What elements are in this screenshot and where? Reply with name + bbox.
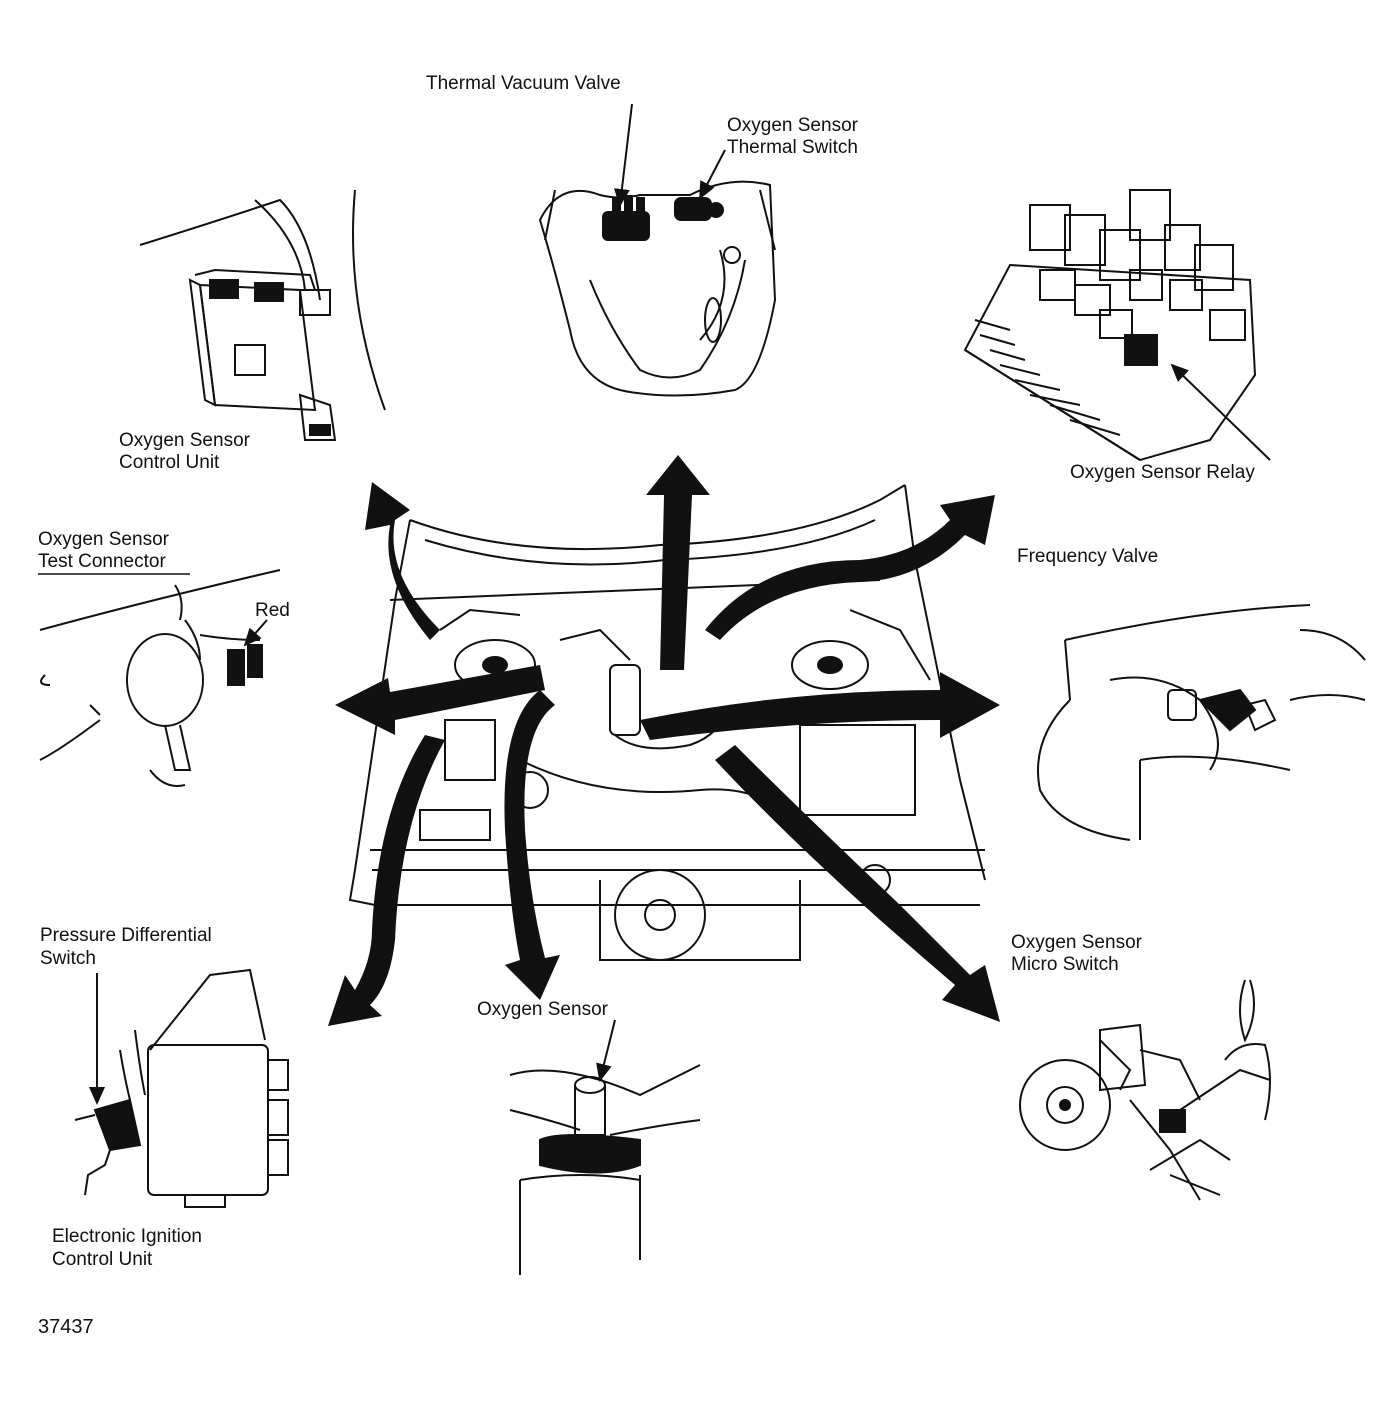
relay-box-inset	[963, 189, 1257, 462]
thermal-switch-leader	[699, 149, 726, 200]
figure-number: 37437	[38, 1316, 94, 1338]
pressure-switch-label-line1: Pressure Differential	[40, 925, 212, 946]
control-unit-inset	[139, 189, 386, 441]
location-arrows	[328, 455, 1000, 1026]
ignition-unit-label-line2: Control Unit	[52, 1249, 153, 1270]
micro-switch-inset	[1019, 979, 1271, 1201]
thermal-switch-label-line2: Thermal Switch	[727, 137, 858, 158]
oxygen-sensor-inset	[509, 1064, 701, 1275]
red-wire-leader	[243, 619, 268, 647]
thermal-vacuum-valve-label: Thermal Vacuum Valve	[426, 73, 621, 94]
frequency-valve-label: Frequency Valve	[1017, 546, 1159, 567]
red-wire-label: Red	[255, 600, 290, 621]
oxygen-sensor-label: Oxygen Sensor	[477, 999, 608, 1020]
frequency-valve-inset	[1037, 604, 1366, 841]
relay-label: Oxygen Sensor Relay	[1070, 462, 1255, 483]
pressure-switch-label-line2: Switch	[40, 948, 96, 969]
thermal-vacuum-valve-part	[602, 195, 650, 241]
test-connector-label-line2: Test Connector	[38, 551, 166, 572]
thermal-switch-label-line1: Oxygen Sensor	[727, 115, 858, 136]
ignition-unit-label-line1: Electronic Ignition	[52, 1226, 202, 1247]
micro-switch-label-line1: Oxygen Sensor	[1011, 932, 1142, 953]
ignition-unit-inset	[74, 968, 289, 1208]
control-unit-label-line1: Oxygen Sensor	[119, 430, 250, 451]
thermal-vacuum-valve-leader	[613, 103, 633, 207]
thermal-valve-inset	[538, 180, 777, 397]
relay-leader	[1170, 363, 1271, 461]
test-connector-inset	[39, 569, 281, 787]
test-connector-label-line1: Oxygen Sensor	[38, 529, 169, 550]
control-unit-label-line2: Control Unit	[119, 452, 220, 473]
oxygen-sensor-leader	[596, 1019, 616, 1082]
thermal-switch-part	[674, 197, 724, 221]
micro-switch-label-line2: Micro Switch	[1011, 954, 1119, 975]
